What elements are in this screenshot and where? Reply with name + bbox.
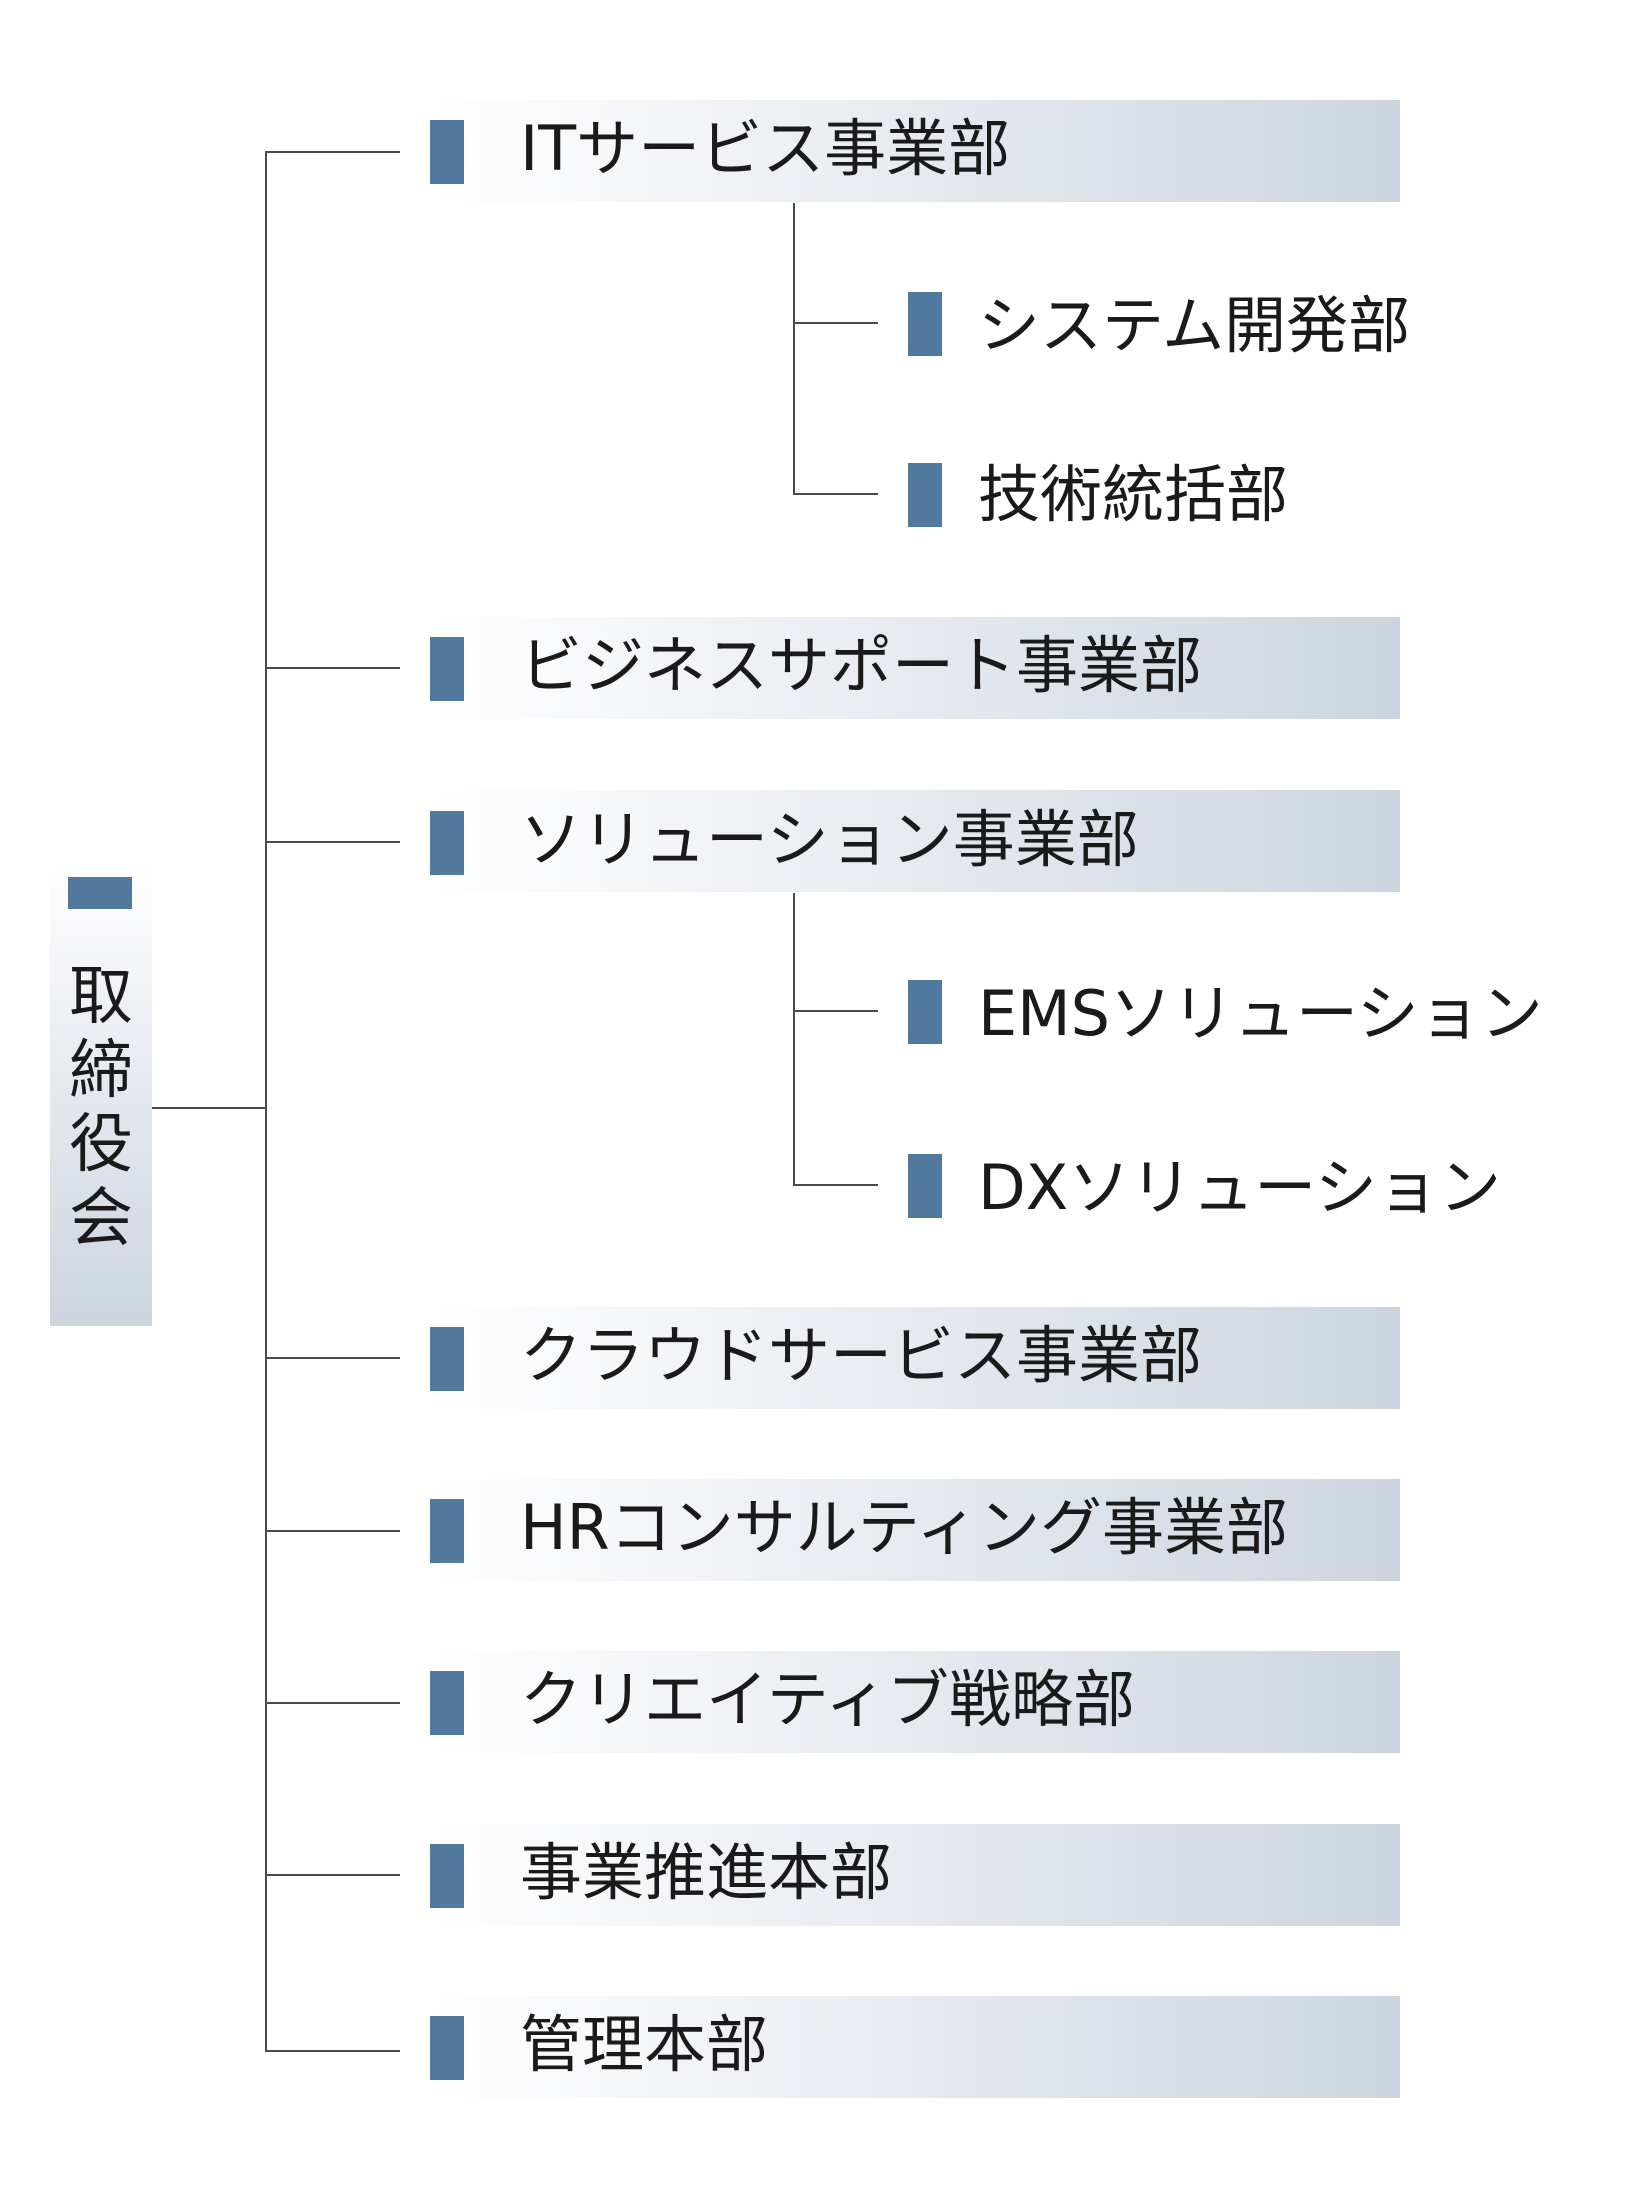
- division-label-management: 管理本部: [520, 2008, 769, 2081]
- division-marker: [430, 1499, 464, 1563]
- department-marker: [908, 292, 942, 356]
- division-marker: [430, 811, 464, 875]
- division-label-hr-consulting: HRコンサルティング事業部: [520, 1491, 1288, 1564]
- branch-hr-consulting: [265, 1530, 400, 1532]
- branch-business-support: [265, 667, 400, 669]
- department-marker: [908, 980, 942, 1044]
- it-sub-trunk: [793, 203, 795, 495]
- division-marker: [430, 637, 464, 701]
- division-marker: [430, 1327, 464, 1391]
- branch-solutions: [265, 841, 400, 843]
- branch-it-services: [265, 151, 400, 153]
- division-box-cloud-services: [430, 1307, 1400, 1409]
- solutions-sub-trunk: [793, 893, 795, 1186]
- department-label-tech-oversight: 技術統括部: [978, 458, 1289, 531]
- branch-cloud-services: [265, 1357, 400, 1359]
- root-char-2: 締: [69, 1034, 133, 1108]
- division-label-business-support: ビジネスサポート事業部: [520, 629, 1203, 702]
- branch-ems-solutions: [793, 1010, 878, 1012]
- branch-management: [265, 2050, 400, 2052]
- division-box-it-services: [430, 100, 1400, 202]
- department-marker: [908, 1154, 942, 1218]
- root-char-4: 会: [69, 1182, 133, 1256]
- branch-dx-solutions: [793, 1184, 878, 1186]
- root-node-box: [50, 866, 152, 1326]
- root-char-3: 役: [69, 1108, 133, 1182]
- root-node-marker: [68, 877, 132, 909]
- branch-tech-oversight: [793, 493, 878, 495]
- division-marker: [430, 1844, 464, 1908]
- division-box-solutions: [430, 790, 1400, 892]
- division-marker: [430, 1671, 464, 1735]
- division-marker: [430, 2016, 464, 2080]
- division-label-it-services: ITサービス事業部: [520, 112, 1011, 185]
- division-box-business-promotion: [430, 1824, 1400, 1926]
- department-label-dx-solutions: DXソリューション: [978, 1151, 1501, 1224]
- main-trunk: [265, 151, 267, 2052]
- division-box-hr-consulting: [430, 1479, 1400, 1581]
- division-box-creative-strategy: [430, 1651, 1400, 1753]
- root-char-1: 取: [69, 960, 133, 1034]
- division-box-management: [430, 1996, 1400, 2098]
- division-label-business-promotion: 事業推進本部: [520, 1836, 893, 1909]
- division-label-creative-strategy: クリエイティブ戦略部: [520, 1663, 1136, 1736]
- division-marker: [430, 120, 464, 184]
- root-node-label: 取 締 役 会: [66, 960, 136, 1256]
- division-box-business-support: [430, 617, 1400, 719]
- branch-business-promotion: [265, 1874, 400, 1876]
- branch-system-dev: [793, 322, 878, 324]
- department-marker: [908, 463, 942, 527]
- department-label-system-dev: システム開発部: [978, 289, 1411, 362]
- root-connector: [152, 1107, 267, 1109]
- division-label-cloud-services: クラウドサービス事業部: [520, 1319, 1203, 1392]
- branch-creative-strategy: [265, 1702, 400, 1704]
- division-label-solutions: ソリューション事業部: [520, 803, 1139, 876]
- department-label-ems-solutions: EMSソリューション: [978, 977, 1543, 1050]
